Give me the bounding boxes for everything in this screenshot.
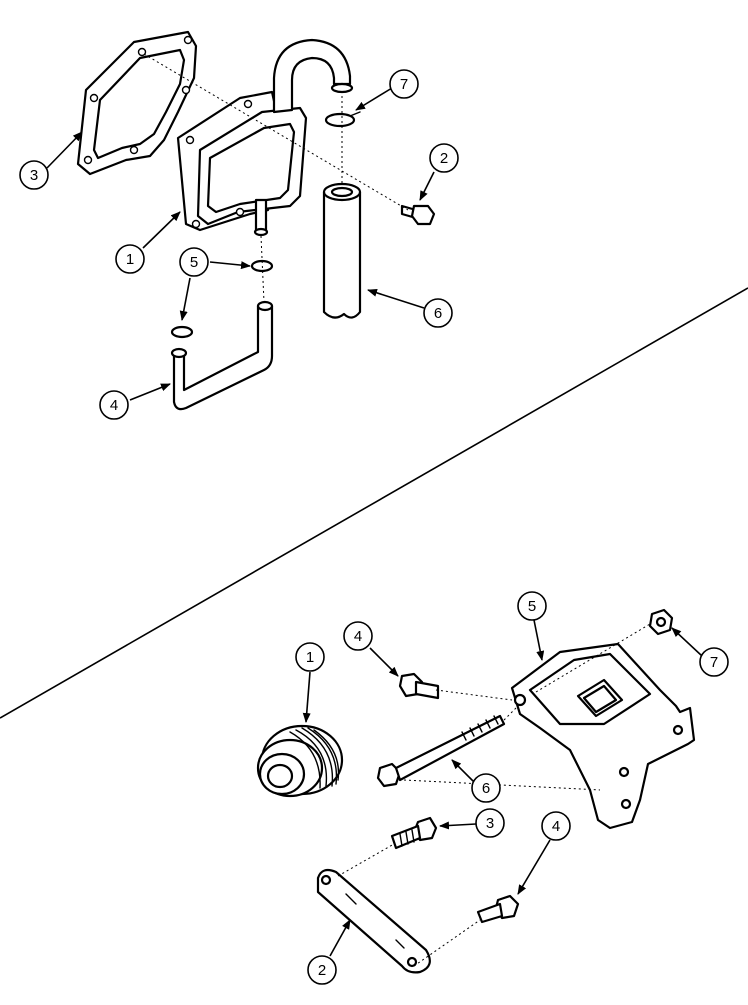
svg-text:4: 4 <box>110 397 118 414</box>
svg-text:7: 7 <box>710 654 718 671</box>
svg-text:7: 7 <box>400 76 408 93</box>
callout-lower-1: 1 <box>295 642 325 672</box>
hose-clamp-part-7 <box>324 111 361 128</box>
breather-housing-part <box>176 38 354 237</box>
lower-assembly: 1 2 3 4 4 5 6 7 <box>256 591 729 985</box>
callout-upper-4: 4 <box>99 390 129 420</box>
callout-upper-1: 1 <box>115 244 145 274</box>
svg-text:1: 1 <box>306 649 314 666</box>
callout-lower-6: 6 <box>471 773 501 803</box>
bolt-part-2 <box>400 204 436 226</box>
svg-text:3: 3 <box>486 815 494 832</box>
callout-lower-5: 5 <box>517 591 547 621</box>
svg-text:6: 6 <box>482 780 490 797</box>
callout-upper-2: 2 <box>429 143 459 173</box>
link-strap-part-2 <box>316 868 431 974</box>
section-divider-line <box>0 287 748 719</box>
callout-lower-7: 7 <box>699 647 729 677</box>
bent-hose-part-4 <box>170 300 274 411</box>
bolt-part-3 <box>390 816 438 850</box>
callout-upper-7: 7 <box>389 69 419 99</box>
nut-part-7 <box>648 608 674 636</box>
bolt-part-4b <box>476 894 520 924</box>
callout-lower-2: 2 <box>307 955 337 985</box>
svg-text:1: 1 <box>126 251 134 268</box>
svg-text:5: 5 <box>528 598 536 615</box>
bracket-part-5 <box>510 642 696 830</box>
hose-clamp-part-5b <box>170 325 194 339</box>
long-bolt-part-6 <box>376 714 506 788</box>
pulley-part <box>256 724 344 798</box>
svg-text:5: 5 <box>190 254 198 271</box>
svg-text:2: 2 <box>440 150 448 167</box>
callout-lower-3: 3 <box>475 808 505 838</box>
hose-part-6 <box>322 182 362 319</box>
svg-text:4: 4 <box>354 628 362 645</box>
svg-text:3: 3 <box>30 167 38 184</box>
svg-text:4: 4 <box>552 818 560 835</box>
callout-lower-4a: 4 <box>343 621 373 651</box>
upper-assembly: 1 2 3 4 5 6 7 <box>19 30 459 420</box>
svg-text:6: 6 <box>434 305 442 322</box>
svg-text:2: 2 <box>318 962 326 979</box>
callout-upper-6: 6 <box>423 298 453 328</box>
callout-upper-3: 3 <box>19 160 49 190</box>
callout-lower-4b: 4 <box>541 811 571 841</box>
bolt-part-4a <box>398 672 440 700</box>
callout-upper-5: 5 <box>179 247 209 277</box>
